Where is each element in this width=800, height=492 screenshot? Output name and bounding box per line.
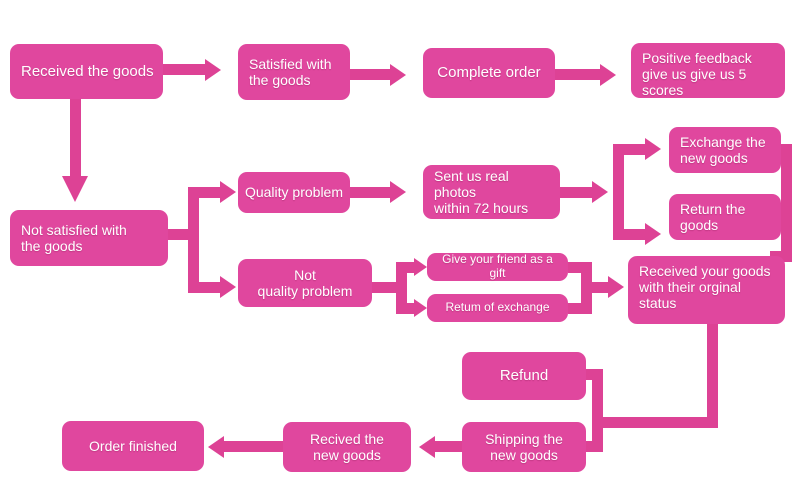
connector-receivedgoods-down — [707, 324, 718, 428]
node-order-finished[interactable]: Order finished — [62, 421, 204, 471]
arrowhead-notsatisfied-to-notquality — [220, 276, 236, 298]
arrowhead-quality-to-photos — [390, 181, 406, 203]
arrowhead-photos-to-return — [645, 223, 661, 245]
connector-receivedgoods-left — [592, 417, 718, 428]
connector-returnexchange-out — [568, 303, 590, 314]
connector-merge-to-receivedgoods — [581, 282, 613, 293]
node-quality-problem[interactable]: Quality problem — [238, 172, 350, 213]
connector-photos-to-return — [613, 229, 649, 240]
connector-notsatisfied-to-notquality — [188, 282, 224, 293]
connector-notsatisfied-to-quality — [188, 187, 224, 198]
node-return-of-exchange[interactable]: Retum of exchange — [427, 294, 568, 322]
node-label: Order finished — [89, 437, 177, 454]
node-label: Retum of exchange — [445, 300, 550, 315]
arrowhead-photos-stem — [592, 181, 608, 203]
arrowhead-received-to-notsatisfied — [62, 176, 88, 202]
connector-gift-out — [568, 262, 590, 273]
connector-photos-split-vertical — [613, 144, 624, 240]
arrowhead-shipping-to-recived — [419, 436, 435, 458]
arrowhead-recived-to-orderfinished — [208, 436, 224, 458]
connector-photos-stem — [560, 187, 598, 198]
connector-notquality-to-returnexchange — [396, 303, 418, 314]
node-give-your-friend-as-a-gift[interactable]: Give your friend as a gift — [427, 252, 568, 281]
connector-received-to-satisfied — [163, 64, 207, 75]
connector-notsatisfied-stem — [168, 229, 198, 240]
arrowhead-photos-to-exchange — [645, 138, 661, 160]
connector-right-bus-to-receivedgoods — [770, 251, 792, 262]
arrowhead-received-to-satisfied — [205, 59, 221, 81]
connector-quality-to-photos — [350, 187, 394, 198]
connector-satisfied-to-complete — [350, 69, 394, 80]
arrowhead-satisfied-to-complete — [390, 64, 406, 86]
node-refund[interactable]: Refund — [462, 352, 586, 400]
node-label: Refund — [499, 367, 549, 385]
node-received-the-goods[interactable]: Received the goods — [10, 44, 163, 99]
arrowhead-notquality-to-gift — [414, 258, 427, 276]
connector-notquality-split-vertical — [396, 262, 407, 314]
connector-notquality-stem — [372, 282, 402, 293]
arrowhead-notquality-to-returnexchange — [414, 299, 427, 317]
connector-right-bus-vertical — [781, 144, 792, 262]
arrowhead-complete-to-feedback — [600, 64, 616, 86]
connector-refund-shipping-vertical — [592, 369, 603, 452]
node-complete-order[interactable]: Complete order — [423, 48, 555, 98]
node-label: Quality problem — [244, 184, 344, 201]
connector-to-shipping — [580, 441, 602, 452]
connector-photos-to-exchange — [613, 144, 649, 155]
connector-recived-to-orderfinished — [221, 441, 283, 452]
node-label: Complete order — [437, 64, 541, 82]
connector-notquality-to-gift — [396, 262, 418, 273]
connector-received-to-notsatisfied — [70, 99, 81, 184]
arrowhead-notsatisfied-to-quality — [220, 181, 236, 203]
arrowhead-merge-to-receivedgoods — [608, 276, 624, 298]
connector-shipping-to-recived — [428, 441, 472, 452]
connector-to-refund — [580, 369, 602, 380]
connector-notsatisfied-vertical — [188, 187, 199, 293]
node-label: Give your friend as a gift — [442, 252, 553, 280]
connector-complete-to-feedback — [555, 69, 603, 80]
node-label: Received the goods — [21, 62, 154, 80]
